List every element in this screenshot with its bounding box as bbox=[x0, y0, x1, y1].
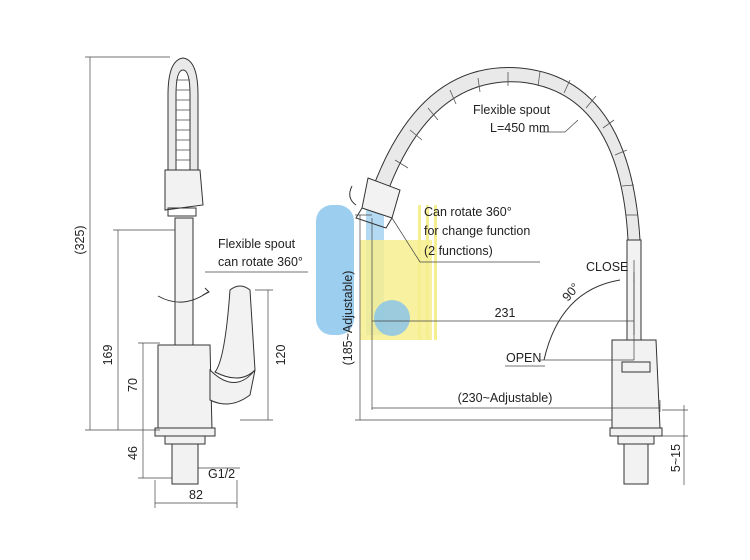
dim-70: 70 bbox=[126, 378, 140, 392]
dim-82: 82 bbox=[189, 488, 203, 502]
right-label-open: OPEN bbox=[506, 351, 541, 365]
dim-thread: G1/2 bbox=[208, 467, 235, 481]
dim-5-15: 5~15 bbox=[669, 444, 683, 472]
dim-120: 120 bbox=[274, 345, 288, 366]
dim-adjustable-reach: (230~Adjustable) bbox=[458, 391, 553, 405]
dim-46: 46 bbox=[126, 446, 140, 460]
left-faucet bbox=[154, 57, 256, 485]
right-hose-ribs bbox=[394, 71, 638, 216]
left-hose-ribs bbox=[176, 79, 190, 161]
dim-169: 169 bbox=[101, 345, 115, 366]
right-label-rotate-line2: for change function bbox=[424, 224, 530, 238]
right-dimensions bbox=[355, 119, 688, 485]
dim-total-height: (325) bbox=[73, 225, 87, 254]
right-label-rotate-line1: Can rotate 360° bbox=[424, 205, 512, 219]
left-label-flexible-spout: Flexible spout bbox=[218, 237, 296, 251]
dim-231: 231 bbox=[495, 306, 516, 320]
right-label-close: CLOSE bbox=[586, 260, 628, 274]
right-faucet bbox=[349, 67, 663, 485]
right-label-rotate-line3: (2 functions) bbox=[424, 244, 493, 258]
right-label-flexible-spout: Flexible spout bbox=[473, 103, 551, 117]
right-label-length: L=450 mm bbox=[490, 121, 549, 135]
right-label-angle: 90° bbox=[560, 280, 583, 303]
dim-adjustable-height: (185~Adjustable) bbox=[341, 271, 355, 366]
left-dimensions bbox=[85, 56, 308, 508]
left-label-can-rotate: can rotate 360° bbox=[218, 255, 303, 269]
